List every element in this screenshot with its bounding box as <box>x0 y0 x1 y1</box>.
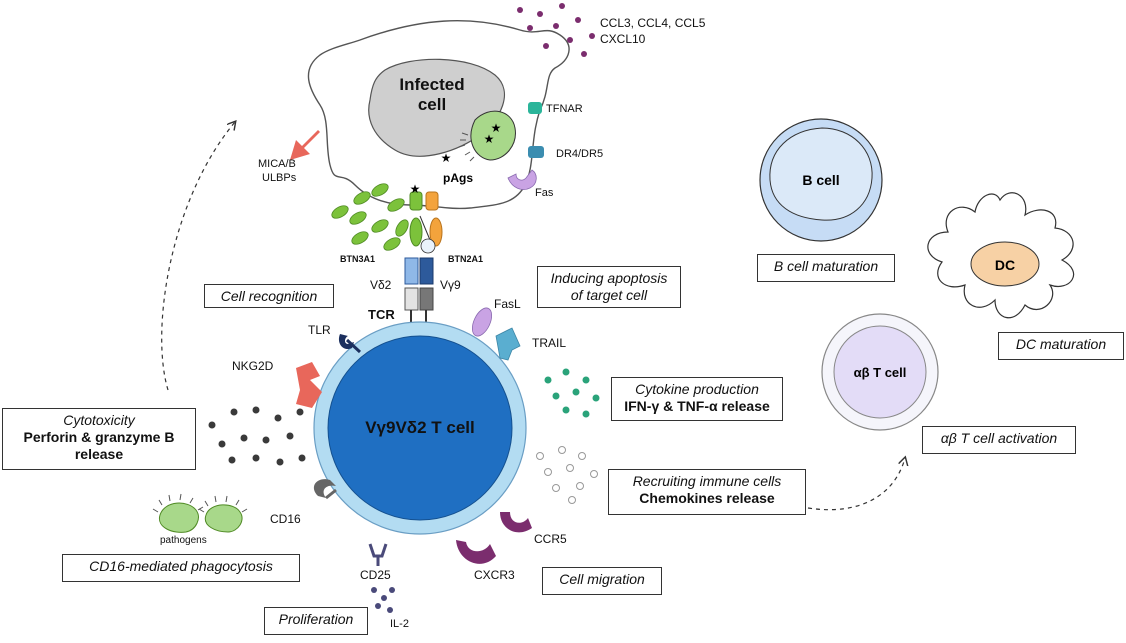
ab-activation-text: αβ T cell activation <box>940 430 1058 446</box>
recruit-arrow <box>807 458 905 511</box>
star-icon: ★ <box>491 121 502 135</box>
star-icon: ★ <box>484 132 495 146</box>
il2-dots <box>371 587 395 613</box>
cd16-label: CD16 <box>270 512 301 526</box>
b-cell-inner <box>769 127 873 221</box>
t-cell-core <box>327 335 513 521</box>
cytokine-title: Cytokine production <box>635 381 759 397</box>
tfnar-label: TFNAR <box>546 103 583 115</box>
chemokines-label: CCL3, CCL4, CCL5 <box>600 16 706 30</box>
cxcr3-receptor <box>456 540 496 564</box>
btn3a1-molecules <box>331 183 409 251</box>
vg9-label: Vγ9 <box>440 278 461 292</box>
recruiting-detail: Chemokines release <box>639 490 775 506</box>
cd16-receptor <box>313 479 336 498</box>
btn2a1-stalk <box>429 217 443 247</box>
vd2-chain <box>404 257 419 285</box>
intracellular-pathogen <box>470 110 516 161</box>
cytotoxicity-title: Cytotoxicity <box>63 412 135 428</box>
cd25-receptor <box>368 543 388 558</box>
t-cell-name: Vγ9Vδ2 T cell <box>365 418 475 437</box>
star-icon: ★ <box>441 151 452 165</box>
btn3a1-domain <box>409 191 423 211</box>
fas-receptor <box>507 169 537 190</box>
btn3a1-label: BTN3A1 <box>340 254 376 264</box>
dc-maturation-text: DC maturation <box>1015 336 1107 352</box>
dc-nucleus <box>970 241 1040 287</box>
cd25-label: CD25 <box>360 568 391 582</box>
vg9-chain <box>419 257 434 285</box>
phagocytosis-box: CD16-mediated phagocytosis <box>62 554 300 582</box>
b-maturation-box: B cell maturation <box>757 254 895 282</box>
proliferation-box: Proliferation <box>264 607 368 635</box>
trail-ligand <box>495 327 521 361</box>
btn3a1-stalk <box>409 217 423 247</box>
pathogens <box>152 493 248 533</box>
dr4-dr5-label: DR4/DR5 <box>556 148 604 160</box>
tlr-label: TLR <box>308 323 331 337</box>
phagocytosis-text: CD16-mediated phagocytosis <box>89 558 273 574</box>
ulbps-label: ULBPs <box>262 172 297 184</box>
nkg2d-label: NKG2D <box>232 359 274 373</box>
pags-label: pAgs <box>443 171 473 185</box>
cytokine-detail: IFN-γ & TNF-α release <box>624 398 770 414</box>
apoptosis-box: Inducing apoptosis of target cell <box>537 266 681 308</box>
cxcr3-label: CXCR3 <box>474 568 515 582</box>
cytokine-box: Cytokine production IFN-γ & TNF-α releas… <box>611 377 783 421</box>
tlr-receptor <box>338 334 354 350</box>
fasl-label: FasL <box>494 297 521 311</box>
fas-label: Fas <box>535 187 554 199</box>
cell-recognition-text: Cell recognition <box>220 288 318 304</box>
il2-label: IL-2 <box>390 618 409 630</box>
cxcl10-label: CXCL10 <box>600 32 646 46</box>
infected-cell-title-2: cell <box>418 95 446 114</box>
cell-recognition-box: Cell recognition <box>204 284 334 308</box>
nkg2d-receptor <box>296 362 322 408</box>
tcr-binding-loop <box>420 238 436 254</box>
b-maturation-text: B cell maturation <box>773 258 879 274</box>
dc-maturation-box: DC maturation <box>998 332 1124 360</box>
btn2a1-label: BTN2A1 <box>448 254 484 264</box>
apoptosis-line-2: of target cell <box>570 287 648 303</box>
recruiting-box: Recruiting immune cells Chemokines relea… <box>608 469 806 515</box>
pathogens-label: pathogens <box>160 535 207 546</box>
perforin-granzyme-dots <box>208 406 306 466</box>
cytotoxicity-detail-2: release <box>74 446 124 462</box>
chemokine-dots <box>517 3 595 57</box>
ab-t-cell-inner <box>833 325 927 419</box>
apoptosis-line-1: Inducing apoptosis <box>550 270 668 286</box>
pathogen-cilia <box>458 132 475 162</box>
recruiting-title: Recruiting immune cells <box>632 473 782 489</box>
dc-name: DC <box>995 257 1015 273</box>
mica-b-label: MICA/B <box>258 158 296 170</box>
tcr-contact-line <box>419 215 431 241</box>
vd2-label: Vδ2 <box>370 278 392 292</box>
tcr-constant-g <box>419 287 434 311</box>
migration-box: Cell migration <box>542 567 662 595</box>
ccr5-receptor <box>500 512 532 533</box>
feedback-arrow <box>161 122 235 391</box>
btn2a1-domain <box>425 191 439 211</box>
mica-b-arrow <box>290 130 320 160</box>
tcr-constant-d <box>404 287 419 311</box>
migration-text: Cell migration <box>559 571 645 587</box>
tcr-label: TCR <box>368 307 395 322</box>
infected-cell-title-1: Infected <box>399 75 464 94</box>
b-cell-name: B cell <box>802 172 839 188</box>
trail-label: TRAIL <box>532 336 567 350</box>
chemokine-release-dots <box>536 446 598 504</box>
cytokine-dots <box>544 368 600 418</box>
fasl-ligand <box>471 307 493 337</box>
proliferation-text: Proliferation <box>278 611 354 627</box>
ccr5-label: CCR5 <box>534 532 567 546</box>
dr4-dr5-receptor <box>528 146 544 158</box>
ab-activation-box: αβ T cell activation <box>922 426 1076 454</box>
cytotoxicity-detail-1: Perforin & granzyme B <box>23 429 175 445</box>
cytotoxicity-box: Cytotoxicity Perforin & granzyme B relea… <box>2 408 196 470</box>
star-icon: ★ <box>410 182 421 196</box>
ab-t-cell-name: αβ T cell <box>854 365 907 380</box>
tfnar-receptor <box>528 102 542 114</box>
